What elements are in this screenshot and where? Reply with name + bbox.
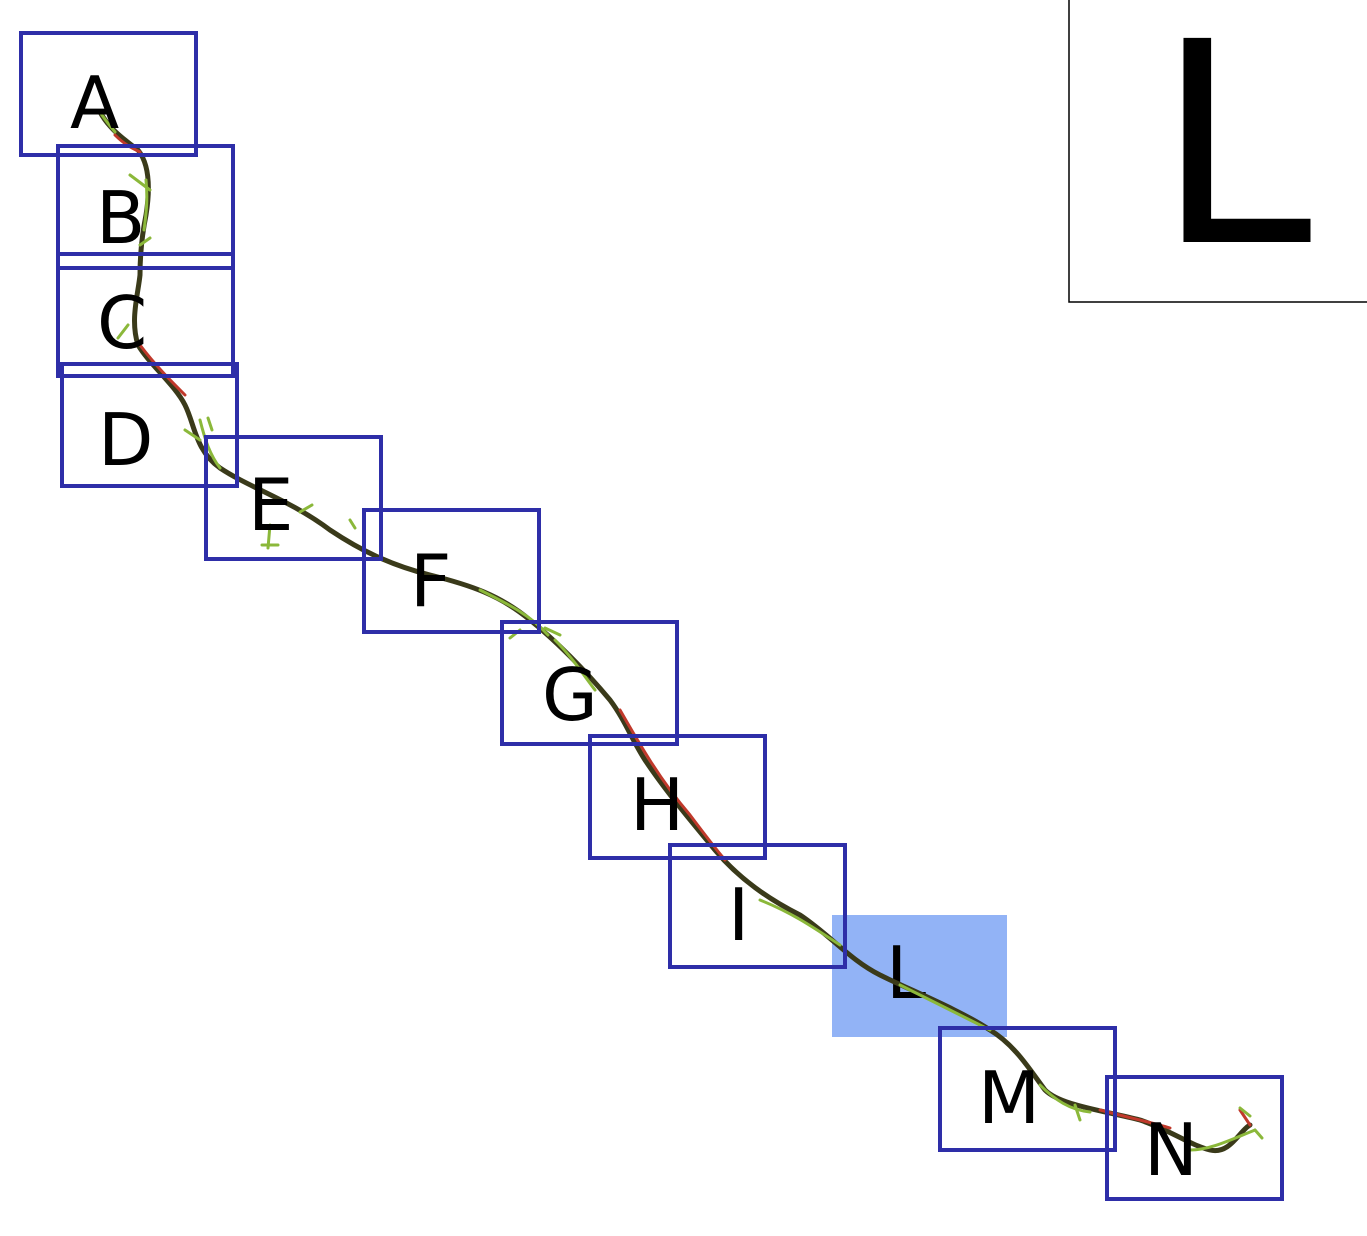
- tile-frame-f: [362, 508, 541, 634]
- tile-n: N: [1105, 1075, 1284, 1201]
- tile-frame-b: [56, 144, 235, 270]
- tile-label-i: I: [728, 873, 749, 957]
- tile-l: L: [832, 915, 1007, 1037]
- trace-branches: [116, 173, 1264, 1140]
- tile-frame-e: [204, 435, 383, 561]
- inset-frame: [1068, 0, 1367, 303]
- tile-h: H: [588, 734, 767, 860]
- tile-frame-d: [60, 362, 239, 488]
- tile-frame-c: [56, 252, 235, 378]
- tile-label-a: A: [70, 61, 119, 145]
- tile-frame-n: [1105, 1075, 1284, 1201]
- inset-label: L: [1156, 0, 1314, 309]
- tile-label-m: M: [978, 1056, 1040, 1140]
- tile-c: C: [56, 252, 235, 378]
- tile-label-n: N: [1144, 1108, 1198, 1192]
- tile-frame-l: [832, 915, 1007, 1037]
- tile-a: A: [19, 31, 198, 157]
- tile-frame-h: [588, 734, 767, 860]
- trace-main-path: [97, 109, 1253, 1154]
- tile-m: M: [938, 1026, 1117, 1152]
- tile-frame-m: [938, 1026, 1117, 1152]
- tile-label-b: B: [96, 176, 145, 260]
- tile-label-f: F: [410, 539, 451, 623]
- tile-frame-a: [19, 31, 198, 157]
- tile-label-g: G: [542, 653, 598, 737]
- tile-g: G: [500, 620, 679, 746]
- tile-label-d: D: [98, 398, 153, 482]
- trace-green-overlay: [98, 110, 1257, 1152]
- inset-panel: L: [1068, 0, 1367, 309]
- tile-d: D: [60, 362, 239, 488]
- tile-label-e: E: [248, 463, 294, 547]
- tile-e: E: [204, 435, 383, 561]
- tile-f: F: [362, 508, 541, 634]
- tile-i: I: [668, 843, 847, 969]
- tile-label-h: H: [630, 763, 684, 847]
- tile-b: B: [56, 144, 235, 270]
- tile-label-l: L: [886, 931, 926, 1015]
- tile-frame-i: [668, 843, 847, 969]
- tile-label-c: C: [97, 281, 147, 365]
